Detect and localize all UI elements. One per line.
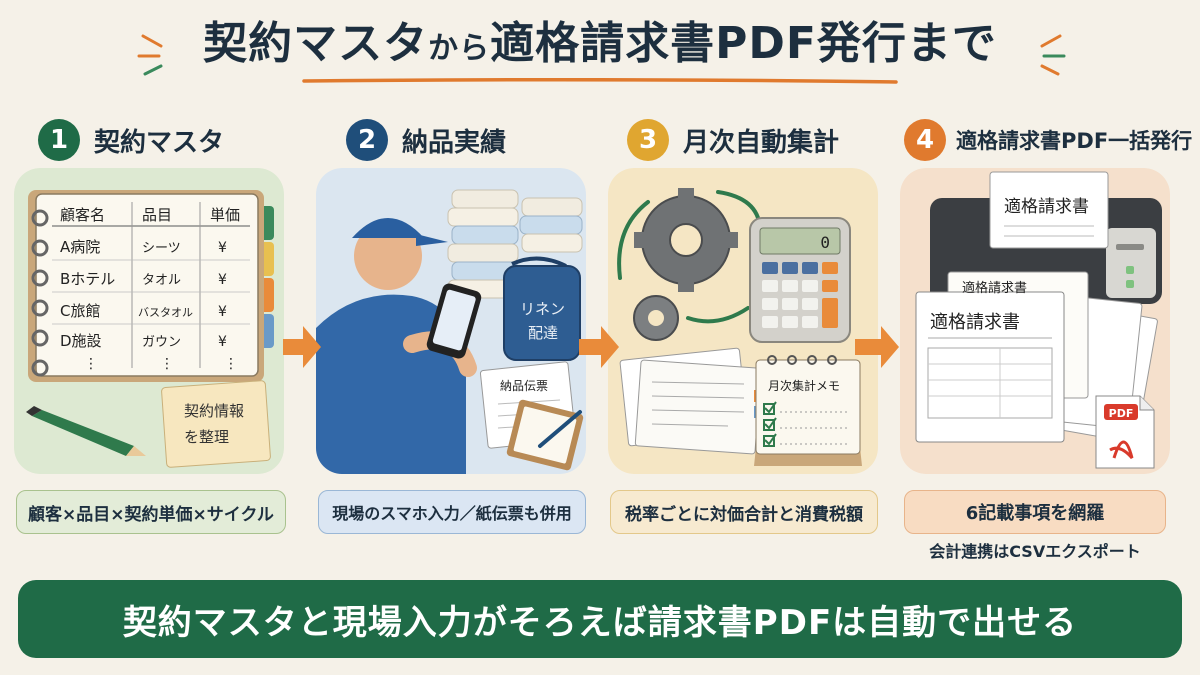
gear-icon [634,188,738,292]
summary-banner: 契約マスタと現場入力がそろえば請求書PDFは自動で出せる [18,580,1182,658]
invoice-front-title: 適格請求書 [930,312,1020,333]
table-header-price: 単価 [210,206,240,224]
table-header-item: 品目 [142,206,172,224]
smartphone-icon [426,283,482,359]
table-cell: ¥ [218,272,227,288]
invoice-back-title: 適格請求書 [962,280,1027,296]
step-2-label: 納品実績 [402,127,507,158]
table-cell: ガウン [142,335,181,350]
towel-stack-icon [447,189,583,299]
table-cell: バスタオル [138,306,193,319]
title-area: 契約マスタから適格請求書PDF発行まで [0,14,1200,94]
table-cell: Bホテル [60,270,115,288]
bag-label-line-1: リネン [520,300,565,318]
table-cell: ⋮ [160,356,174,372]
panel-delivery: リネン 配達 納品伝票 [316,168,586,474]
calculator-display: 0 [820,233,830,252]
step-1-caption: 顧客×品目×契約単価×サイクル [16,490,286,534]
table-cell: シーツ [142,241,181,256]
memo-calendar-icon [754,355,862,466]
pdf-badge-label: PDF [1109,407,1134,420]
page-title: 契約マスタから適格請求書PDF発行まで [203,14,997,79]
printer-illustration: 適格請求書 適格請求書 適格請求書 PDF [900,168,1170,474]
step-2-number: 2 [346,119,388,161]
sparkle-left-icon [137,34,163,76]
table-cell: D施設 [60,332,102,350]
pdf-file-icon [1095,395,1155,469]
step-3-caption: 税率ごとに対価合計と消費税額 [610,490,878,534]
table-cell: ⋮ [84,356,98,372]
linen-bag-icon [503,256,581,361]
title-part3: 適格請求書PDF発行まで [490,18,997,69]
delivery-illustration: リネン 配達 納品伝票 [316,168,586,474]
clipboard-icon [506,399,584,471]
aggregation-illustration: 0 [608,168,878,474]
calculator-keys [762,262,838,328]
table-cell: タオル [142,273,181,288]
arrow-right-icon [579,326,619,368]
step-3-header: 3 月次自動集計 [627,118,839,162]
panel-invoice-issue: 適格請求書 適格請求書 適格請求書 PDF [900,168,1170,474]
title-part2: から [428,31,491,66]
table-cell: ¥ [218,304,227,320]
step-1-label: 契約マスタ [94,127,225,158]
table-cell: A病院 [60,238,100,256]
step-4-sub-caption: 会計連携はCSVエクスポート [929,542,1141,561]
step-4-header: 4 適格請求書PDF一括発行 [904,118,1192,162]
step-4-caption: 6記載事項を網羅 [904,490,1166,534]
small-gear-icon [633,295,679,341]
document-stack-icon [619,347,762,455]
binder-illustration: 顧客名 品目 単価 A病院 シーツ ¥ Bホテル タオル ¥ C旅館 バスタオル… [14,168,284,474]
step-1-number: 1 [38,119,80,161]
title-underline [302,78,898,84]
summary-banner-text: 契約マスタと現場入力がそろえば請求書PDFは自動で出せる [122,602,1078,643]
panel-monthly-aggregation: 0 [608,168,878,474]
pencil-icon [26,406,146,456]
step-3-label: 月次自動集計 [683,127,840,158]
step-3-number: 3 [627,119,669,161]
step-2-caption: 現場のスマホ入力／紙伝票も併用 [318,490,586,534]
table-header-customer: 顧客名 [60,206,105,224]
arrow-right-icon [283,326,321,368]
step-2-header: 2 納品実績 [346,118,506,162]
table-cell: C旅館 [60,302,100,320]
printer-doc-title: 適格請求書 [1004,197,1089,217]
note-line-2: を整理 [184,428,229,446]
table-cell: ¥ [218,334,227,350]
title-part1: 契約マスタ [203,18,429,69]
slip-label: 納品伝票 [500,379,548,393]
bag-label-line-2: 配達 [528,324,558,342]
arrow-right-icon [855,326,899,368]
note-line-1: 契約情報 [184,402,244,420]
step-4-number: 4 [904,119,946,161]
step-1-header: 1 契約マスタ [38,118,224,162]
panel-contract-master: 顧客名 品目 単価 A病院 シーツ ¥ Bホテル タオル ¥ C旅館 バスタオル… [14,168,284,474]
table-cell: ⋮ [224,356,238,372]
memo-label: 月次集計メモ [768,378,840,393]
step-4-label: 適格請求書PDF一括発行 [956,129,1193,153]
sparkle-right-icon [1040,34,1066,76]
table-cell: ¥ [218,240,227,256]
